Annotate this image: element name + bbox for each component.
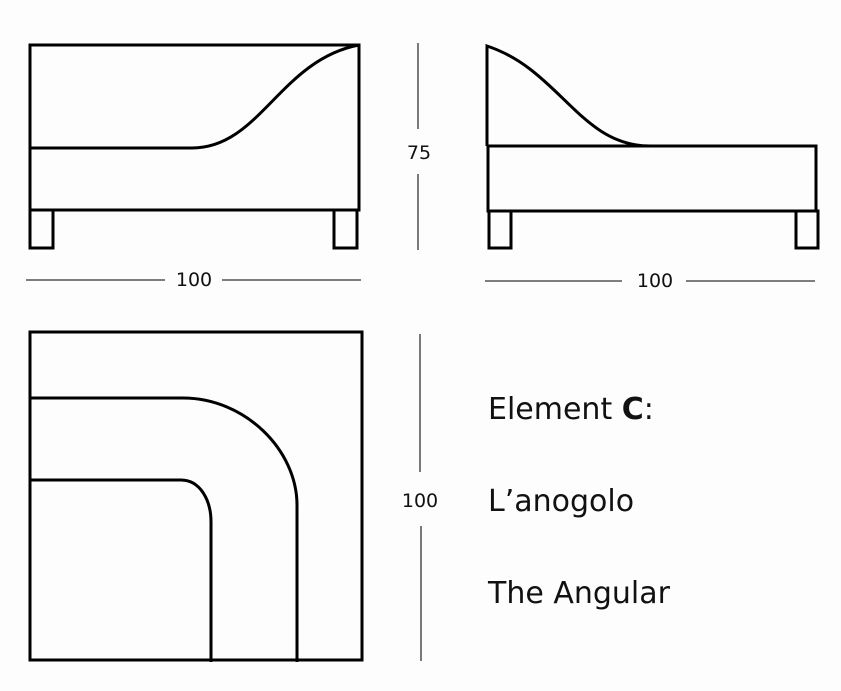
side-backrest-curve <box>485 43 651 148</box>
front-view: 100 <box>26 43 361 291</box>
plan-seat-line <box>30 478 213 662</box>
side-seat-outline <box>486 144 818 213</box>
front-width-label: 100 <box>176 269 212 291</box>
front-leg-right <box>332 208 359 250</box>
side-view: 100 <box>485 43 820 292</box>
side-leg-right <box>794 209 820 250</box>
height-label: 75 <box>407 142 431 164</box>
plan-backrest-line <box>30 396 299 662</box>
front-leg-left <box>28 208 55 250</box>
english-name: The Angular <box>487 576 671 611</box>
element-prefix: Element <box>488 392 622 427</box>
side-depth-label: 100 <box>637 270 673 292</box>
caption: Element C: L’anogolo The Angular <box>487 392 671 611</box>
italian-name: L’anogolo <box>488 484 634 519</box>
side-leg-left <box>487 209 513 250</box>
element-letter: C <box>622 392 644 427</box>
element-suffix: : <box>644 392 654 427</box>
front-seat-back-curve <box>30 43 360 150</box>
plan-outline <box>28 330 364 662</box>
height-dimension: 75 <box>407 43 431 250</box>
element-title: Element C: <box>488 392 654 427</box>
front-body-outline <box>28 43 361 212</box>
plan-view: 100 <box>28 330 438 662</box>
plan-depth-label: 100 <box>402 490 438 512</box>
